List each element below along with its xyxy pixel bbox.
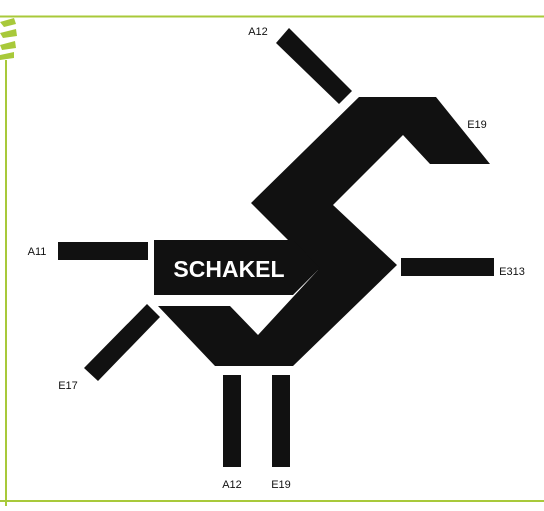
road-a12-top xyxy=(276,28,352,104)
schakel-label: SCHAKEL xyxy=(173,256,284,282)
label-e17: E17 xyxy=(58,380,78,392)
road-a12-bottom xyxy=(223,375,241,467)
road-e19-bottom xyxy=(272,375,290,467)
road-e17 xyxy=(84,304,160,381)
label-a12-top: A12 xyxy=(248,26,268,38)
road-s-curve xyxy=(158,97,490,366)
logo-mark-partial xyxy=(0,18,17,60)
label-e19-bottom: E19 xyxy=(271,479,291,491)
label-e19-right-top: E19 xyxy=(467,119,487,131)
road-a11 xyxy=(58,242,148,260)
label-a11: A11 xyxy=(28,246,47,258)
road-e313 xyxy=(401,258,494,276)
label-a12-bottom: A12 xyxy=(222,479,242,491)
label-e313: E313 xyxy=(499,266,525,278)
